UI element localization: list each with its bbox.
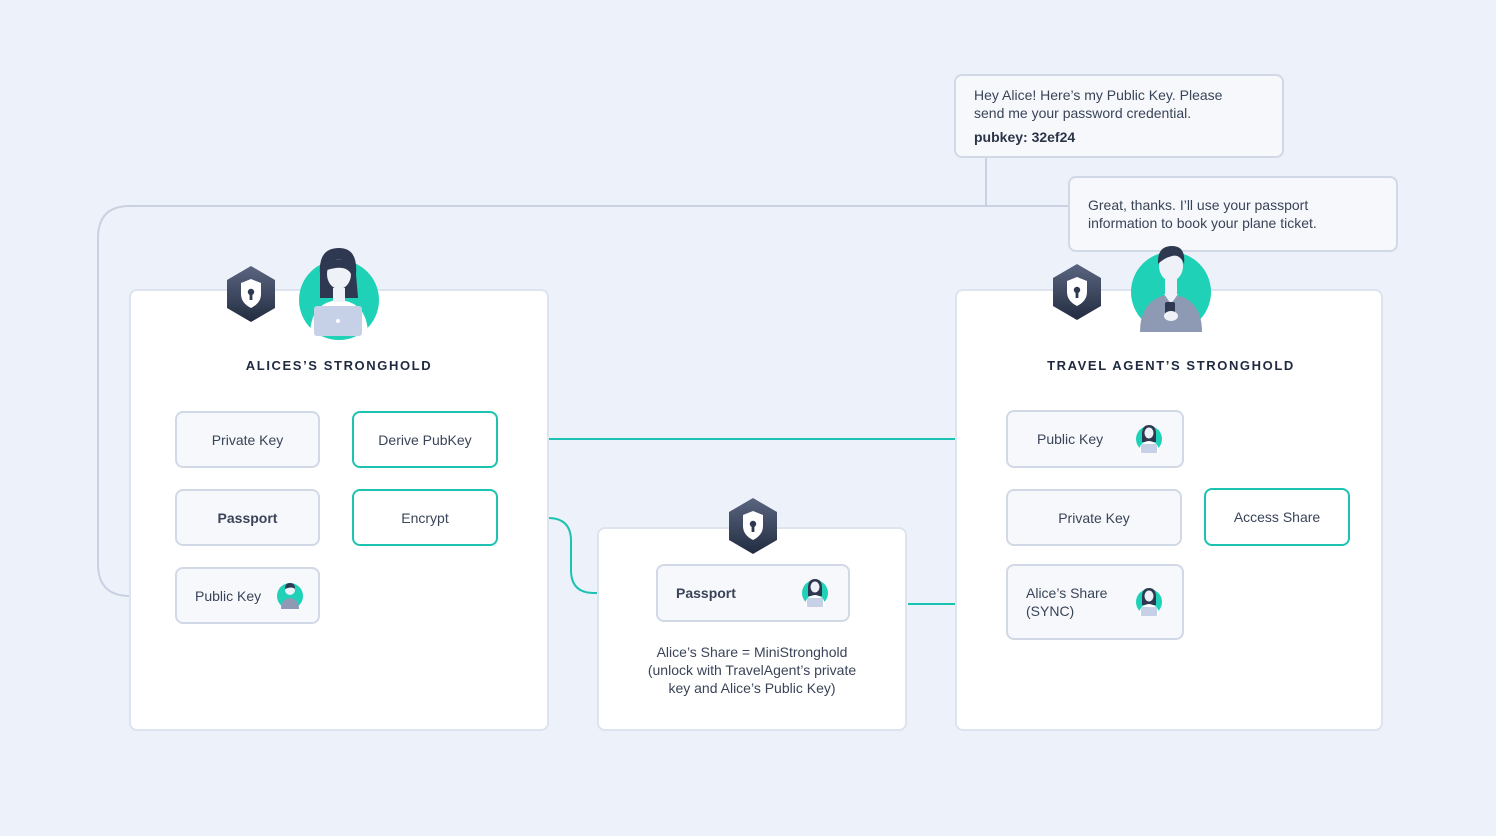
alice-share-panel <box>597 527 907 731</box>
alices-share-sync-label: Alice’s Share (SYNC) <box>1026 584 1107 620</box>
share-caption-line2: (unlock with TravelAgent’s private <box>647 662 857 678</box>
alice-stronghold-title: ALICES’S STRONGHOLD <box>245 358 433 373</box>
agent-private-key-node[interactable]: Private Key <box>1006 489 1182 546</box>
agent-message-pubkey: pubkey: 32ef24 <box>974 129 1076 145</box>
shield-lock-icon <box>227 266 275 322</box>
alice-message-line2: information to book your plane ticket. <box>1088 215 1317 231</box>
access-share-node[interactable]: Access Share <box>1204 488 1350 546</box>
agent-mini-avatar-icon <box>277 583 303 609</box>
alice-private-key-node[interactable]: Private Key <box>175 411 320 468</box>
access-share-label: Access Share <box>1233 509 1321 525</box>
agent-public-key-label: Public Key <box>1037 431 1104 447</box>
alices-share-line2: (SYNC) <box>1026 603 1075 619</box>
travel-agent-avatar <box>1131 246 1211 332</box>
alice-private-key-label: Private Key <box>211 431 284 448</box>
shield-lock-icon <box>729 498 777 554</box>
agent-stronghold-title: TRAVEL AGENT’S STRONGHOLD <box>1047 358 1295 373</box>
encrypt-label: Encrypt <box>401 509 449 526</box>
pubkey-message-connector <box>97 205 1069 597</box>
alice-mini-avatar-icon <box>802 579 828 607</box>
alice-public-key-label: Public Key <box>195 587 262 604</box>
share-caption: Alice’s Share = MiniStronghold (unlock w… <box>597 643 907 697</box>
alice-message-bubble: Great, thanks. I’ll use your passport in… <box>1068 176 1398 252</box>
alices-share-line1: Alice’s Share <box>1026 585 1108 601</box>
agent-message-line1: Hey Alice! Here’s my Public Key. Please <box>974 87 1223 103</box>
alice-message-line1: Great, thanks. I’ll use your passport <box>1088 197 1309 213</box>
agent-private-key-label: Private Key <box>1058 509 1130 526</box>
alice-passport-node[interactable]: Passport <box>175 489 320 546</box>
agent-message-bubble: Hey Alice! Here’s my Public Key. Please … <box>954 74 1284 158</box>
encrypt-node[interactable]: Encrypt <box>352 489 498 546</box>
alice-mini-avatar-icon <box>1136 588 1162 616</box>
encrypt-to-share-arrow <box>497 517 655 597</box>
shield-lock-icon <box>1053 264 1101 320</box>
share-caption-line1: Alice’s Share = MiniStronghold <box>656 644 848 660</box>
share-passport-label: Passport <box>676 585 736 601</box>
derive-pubkey-label: Derive PubKey <box>378 431 472 448</box>
alice-avatar <box>299 248 379 340</box>
derive-pubkey-node[interactable]: Derive PubKey <box>352 411 498 468</box>
share-caption-line3: key and Alice’s Public Key) <box>668 680 836 696</box>
agent-message-line2: send me your password credential. <box>974 105 1192 121</box>
alice-passport-label: Passport <box>217 509 278 526</box>
alice-mini-avatar-icon <box>1136 425 1162 453</box>
